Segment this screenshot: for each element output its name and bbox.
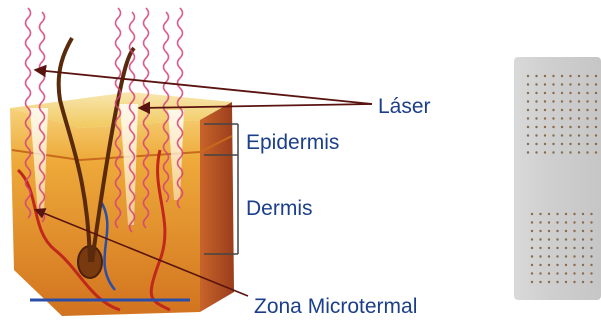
label-zona-microtermal: Zona Microtermal	[254, 296, 417, 317]
label-epidermis: Epidermis	[246, 132, 339, 153]
label-dermis: Dermis	[246, 198, 313, 219]
treated-skin-photo	[514, 57, 601, 300]
skin-block	[10, 92, 234, 316]
skin-side-face	[200, 102, 234, 312]
label-laser: Láser	[378, 96, 431, 117]
